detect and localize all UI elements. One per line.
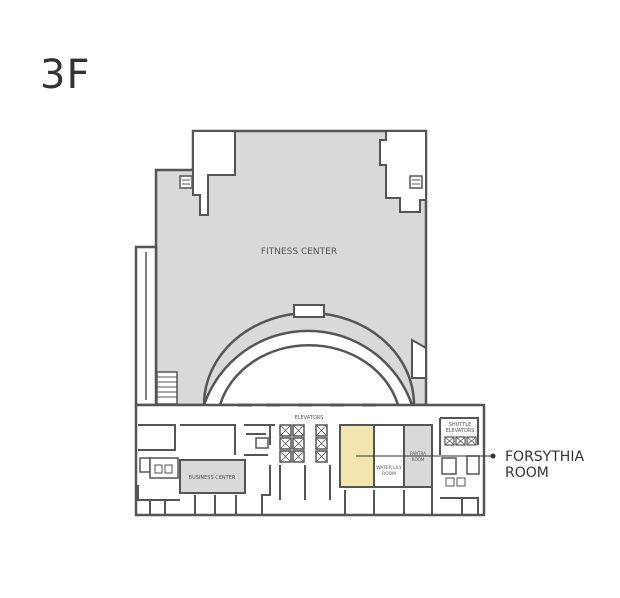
right-wedge <box>411 338 427 379</box>
shuttle-label-2: ELEVATORS <box>446 428 475 434</box>
elevators-label: ELEVATORS <box>295 415 324 421</box>
elevator-bank <box>279 424 328 463</box>
business-center-label: BUSINESS CENTER <box>189 475 236 481</box>
floor-label: 3F <box>40 52 91 98</box>
water-lily-label-2: ROOM <box>382 471 396 477</box>
arc-top-box <box>293 304 325 318</box>
fitness-center-area[interactable] <box>154 129 428 407</box>
lower-walls <box>137 417 479 515</box>
pantry-label-2: ROOM <box>412 457 425 462</box>
forsythia-callout: FORSYTHIA ROOM <box>505 449 584 481</box>
callout-dot <box>490 453 496 459</box>
stair-top-left <box>192 130 236 216</box>
callout-line-2: ROOM <box>505 465 549 481</box>
water-lily-label-1: WATER LILY <box>376 465 402 471</box>
fitness-center-label: FITNESS CENTER <box>261 247 337 257</box>
stair-top-right <box>379 130 427 213</box>
callout-line-1: FORSYTHIA <box>505 449 585 465</box>
arc-inner <box>218 344 400 407</box>
pantry-label-1: PANTRA <box>410 451 426 456</box>
shuttle-label-1: SHUTTLE <box>449 422 472 428</box>
business-center-room[interactable] <box>179 459 246 494</box>
